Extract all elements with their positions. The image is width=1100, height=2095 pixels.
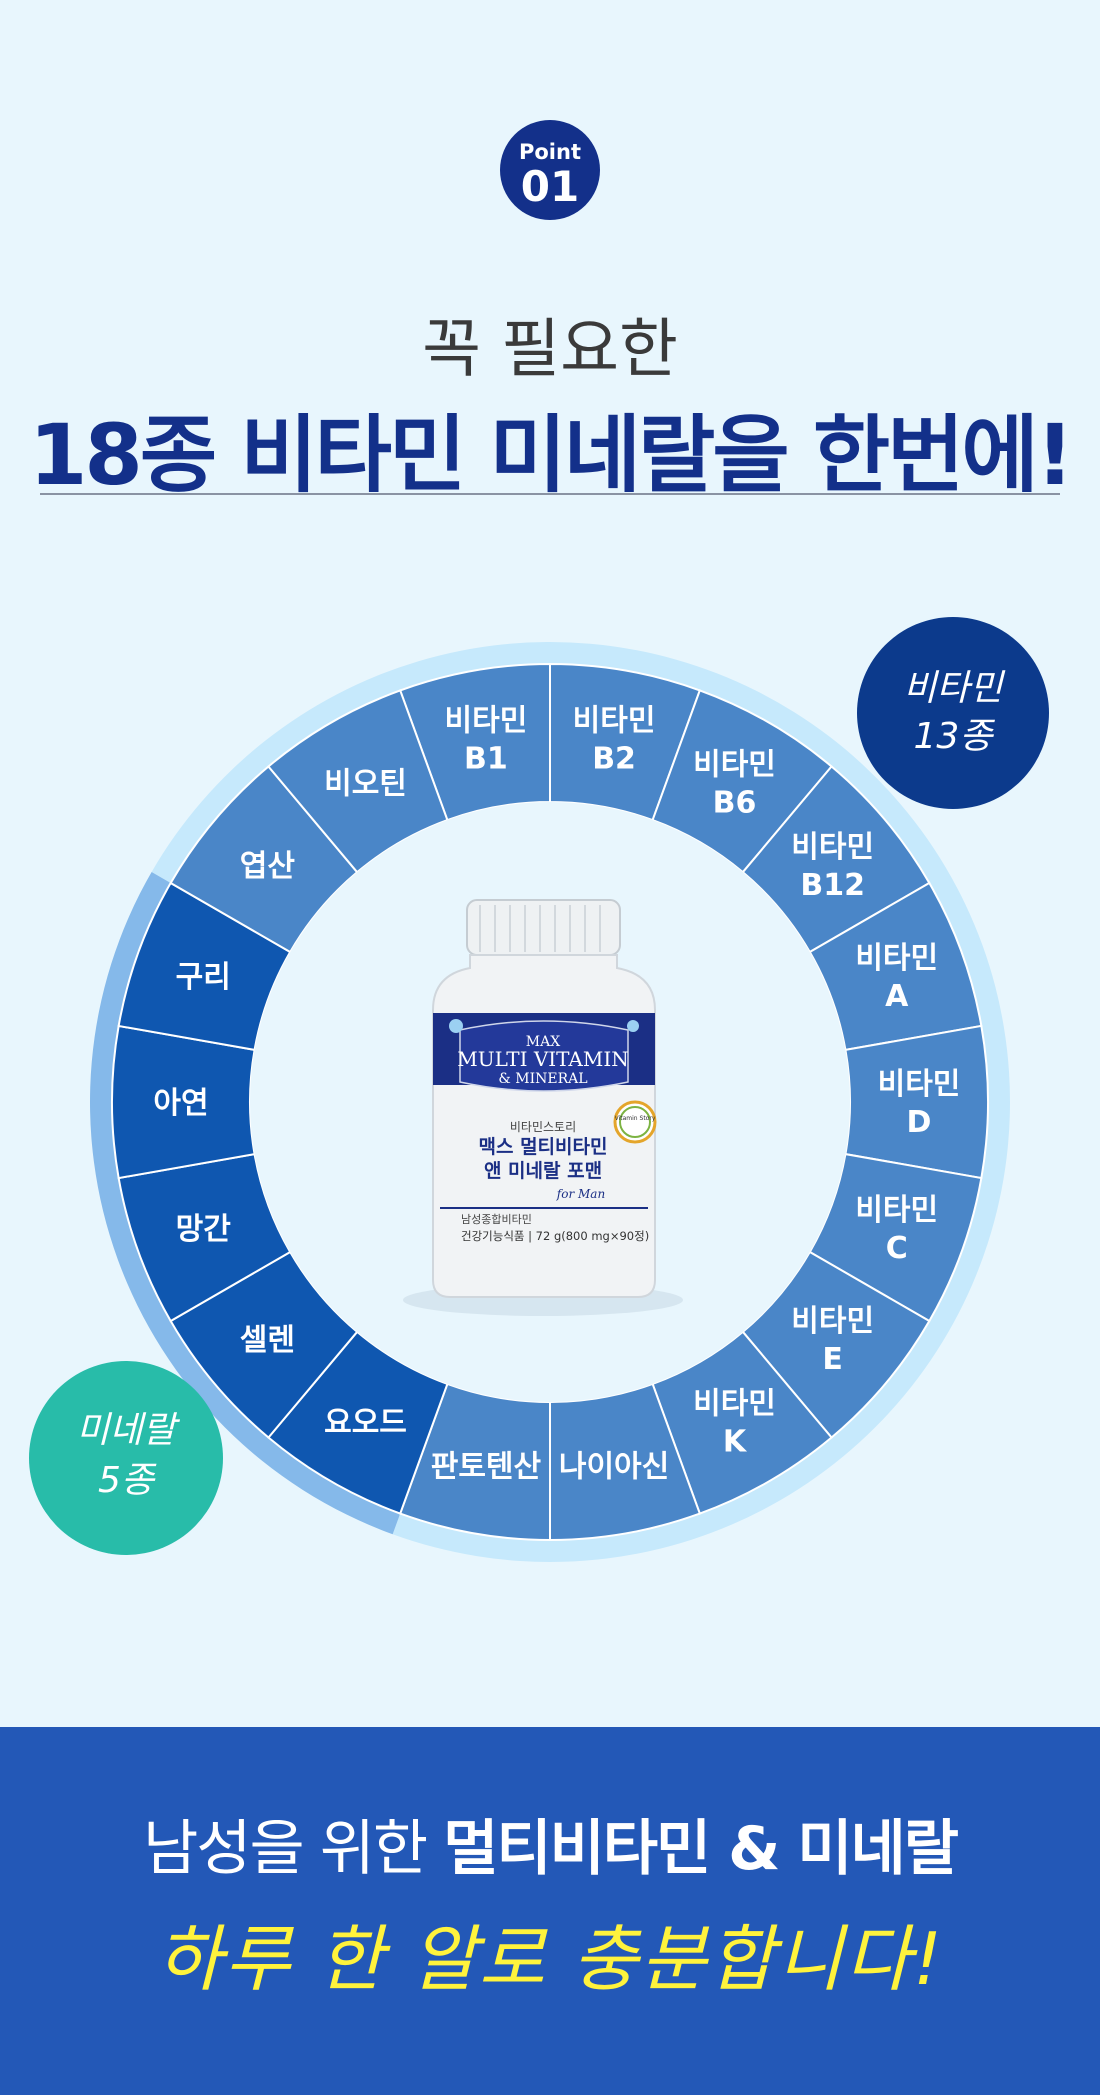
seal-text: Vitamin Story [615,1115,656,1122]
heading-subtitle: 꼭 필요한 [422,313,678,387]
nutrient-label-line: B12 [800,868,865,903]
nutrient-label: 엽산 [240,849,296,884]
nutrient-label-line: 비타민 [855,1193,938,1228]
nutrient-label-line: D [907,1105,932,1140]
nutrient-label-line: 비타민 [878,1067,961,1102]
nutrient-label-line: B6 [713,785,757,820]
nutrient-label-line: 비타민 [791,1304,874,1339]
nutrient-label-line: 비타민 [791,830,874,865]
product-bottle: MAX MULTI VITAMIN & MINERAL 비타민스토리 맥스 멀티… [403,899,683,1316]
product-maker: 비타민스토리 [510,1120,576,1134]
vitamin-badge-line1: 비타민 [903,668,1005,709]
nutrient-label: 셀렌 [240,1323,295,1358]
product-for: for Man [556,1187,605,1201]
nutrient-label-line: 구리 [176,960,231,995]
bottle-cap [466,899,621,956]
nutrient-label-line: E [822,1342,843,1377]
bottom-headline: 남성을 위한 멀티비타민 & 미네랄 [0,1800,1100,1887]
product-name-1: 맥스 멀티비타민 [479,1136,608,1158]
nutrient-label-line: 비타민 [693,1387,776,1422]
point-label: Point [518,140,581,164]
nutrient-label-line: 셀렌 [240,1323,295,1358]
point-badge: Point 01 [500,120,600,220]
nutrient-label-line: A [885,979,909,1014]
nutrient-label: 나이아신 [559,1449,669,1484]
product-category: 남성종합비타민 [461,1213,532,1226]
nutrient-label-line: 아연 [153,1086,208,1121]
mineral-count-badge: 미네랄 5종 [29,1361,223,1555]
bottom-tagline: 하루 한 알로 충분합니다! [156,1917,944,2001]
mineral-badge-line1: 미네랄 [76,1410,180,1451]
nutrient-label: 판토텐산 [431,1449,542,1484]
nutrient-label-line: K [723,1425,748,1460]
vitamin-story-seal-icon: Vitamin Story [613,1100,657,1144]
heading-title: 18종 비타민 미네랄을 한번에! [28,406,1074,504]
product-brand-2: MULTI VITAMIN [457,1047,629,1071]
nutrient-label-line: 비오틴 [324,766,407,801]
nutrient-label: 요오드 [324,1406,407,1441]
product-brand-3: & MINERAL [498,1071,587,1087]
nutrient-segment [844,1024,989,1180]
mineral-badge-line2: 5종 [98,1460,157,1501]
vitamin-count-badge: 비타민 13종 [857,617,1049,809]
heading-divider [40,493,1060,495]
nutrient-label: 구리 [176,960,231,995]
nutrient-label-line: 비타민 [573,704,656,739]
point-number: 01 [520,162,580,211]
nutrient-label: 망간 [176,1212,232,1247]
nutrient-label-line: 판토텐산 [431,1449,542,1484]
nutrient-label-line: 엽산 [240,849,296,884]
nutrient-label-line: 망간 [176,1212,232,1247]
nutrient-label: 아연 [153,1086,208,1121]
nutrient-label-line: 비타민 [693,747,776,782]
bottom-headline-plain: 남성을 위한 [143,1814,444,1884]
mineral-outer-ring [90,872,401,1535]
nutrient-label-line: C [886,1231,908,1266]
bottom-headline-bold: 멀티비타민 & 미네랄 [443,1814,959,1884]
nutrient-label-line: B1 [464,742,508,777]
bottom-banner [0,1727,1100,2095]
nutrient-label: 비오틴 [324,766,407,801]
nutrient-label-line: 요오드 [324,1406,407,1441]
nutrient-label-line: 나이아신 [559,1449,669,1484]
product-name-2: 앤 미네랄 포맨 [484,1160,602,1182]
nutrient-label-line: 비타민 [855,941,938,976]
product-spec: 건강기능식품 | 72 g(800 mg×90정) [461,1229,649,1243]
product-brand-1: MAX [526,1034,560,1050]
nutrient-label-line: B2 [592,742,636,777]
vitamin-badge-line2: 13종 [914,716,996,757]
nutrient-label-line: 비타민 [445,704,528,739]
